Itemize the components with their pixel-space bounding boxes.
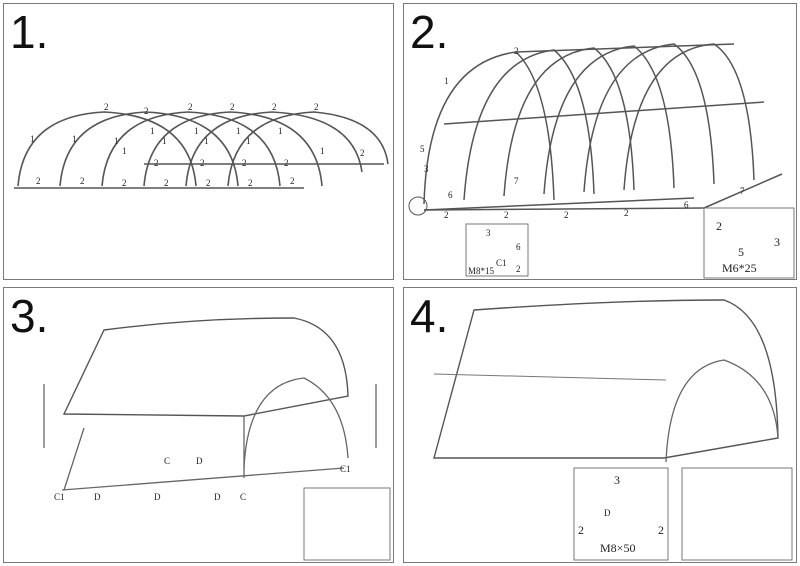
clamp-label: C1 (496, 258, 507, 268)
label-c1: C1 (340, 464, 351, 474)
label-2: 2 (188, 102, 193, 112)
detail-label: 2 (578, 523, 584, 537)
label-1: 1 (30, 134, 35, 144)
label-2: 2 (80, 176, 85, 186)
label-1: 1 (246, 136, 251, 146)
detail-label: 2 (658, 523, 664, 537)
label-2: 2 (564, 210, 569, 220)
detail-label: 6 (516, 242, 521, 252)
label-2: 2 (144, 106, 149, 116)
arches-diagram: 2 2 2 2 2 2 1 1 1 1 1 1 1 1 1 1 1 1 2 2 … (14, 102, 389, 189)
label-1: 1 (444, 76, 449, 86)
label-6: 6 (684, 200, 689, 210)
detail-label: 3 (486, 228, 491, 238)
step-1-panel: 1. 2 2 2 2 2 2 1 1 1 1 1 1 1 1 1 (3, 3, 394, 280)
detail-inset-left (573, 467, 669, 561)
bolt-spec: M6*25 (722, 261, 757, 275)
bolt-spec: M8×50 (600, 541, 635, 555)
label-2: 2 (444, 210, 449, 220)
label-1: 1 (72, 134, 77, 144)
label-2: 2 (154, 158, 159, 168)
label-1: 1 (150, 126, 155, 136)
step-number: 2. (410, 6, 449, 58)
label-1: 1 (236, 126, 241, 136)
label-2: 2 (504, 210, 509, 220)
detail-label: D (604, 508, 611, 518)
label-d: D (94, 492, 101, 502)
label-2: 2 (624, 208, 629, 218)
label-5: 5 (420, 144, 425, 154)
detail-inset-left (465, 223, 529, 277)
label-2: 2 (314, 102, 319, 112)
label-7: 7 (740, 186, 745, 196)
label-6: 6 (448, 190, 453, 200)
step-3-panel: 3. C1 D D D C C D C1 (3, 287, 394, 563)
label-c1: C1 (54, 492, 65, 502)
detail-label: 3 (774, 235, 780, 249)
label-d: D (214, 492, 221, 502)
detail-label: 2 (516, 264, 521, 274)
detail-inset (303, 487, 391, 561)
label-7: 7 (514, 176, 519, 186)
label-2: 2 (164, 178, 169, 188)
detail-inset-right (703, 207, 795, 279)
detail-label: 2 (716, 219, 722, 233)
step-number: 4. (410, 290, 449, 342)
label-d: D (154, 492, 161, 502)
label-1: 1 (122, 146, 127, 156)
label-1: 1 (114, 136, 119, 146)
label-3: 3 (424, 164, 429, 174)
label-2: 2 (248, 178, 253, 188)
detail-label: 5 (738, 245, 744, 259)
label-2: 2 (230, 102, 235, 112)
label-1: 1 (194, 126, 199, 136)
label-2: 2 (122, 178, 127, 188)
label-2: 2 (360, 148, 365, 158)
frame-diagram: 1 2 3 5 6 7 7 6 2 2 2 2 3 6 2 M8*15 C1 2… (408, 43, 795, 279)
label-2: 2 (272, 102, 277, 112)
label-2: 2 (36, 176, 41, 186)
step-number: 1. (10, 6, 49, 58)
detail-label: 3 (614, 473, 620, 487)
label-c: C (240, 492, 246, 502)
label-c: C (164, 456, 170, 466)
label-1: 1 (320, 146, 325, 156)
label-2: 2 (200, 158, 205, 168)
label-2: 2 (290, 176, 295, 186)
label-2: 2 (284, 158, 289, 168)
step-number: 3. (10, 290, 49, 342)
bolt-spec: M8*15 (468, 266, 495, 276)
label-2: 2 (514, 46, 519, 56)
cover-diagram: C1 D D D C C D C1 (43, 317, 391, 561)
label-2: 2 (206, 178, 211, 188)
finished-shed-diagram: 3 2 2 D M8×50 (433, 299, 793, 561)
label-2: 2 (242, 158, 247, 168)
label-2: 2 (104, 102, 109, 112)
step-2-panel: 2. 1 2 3 5 6 7 7 6 2 2 2 2 (403, 3, 797, 280)
detail-inset-right (681, 467, 793, 561)
label-1: 1 (162, 136, 167, 146)
label-d: D (196, 456, 203, 466)
step-4-panel: 4. 3 2 2 D M8×50 (403, 287, 797, 563)
label-1: 1 (278, 126, 283, 136)
label-1: 1 (204, 136, 209, 146)
